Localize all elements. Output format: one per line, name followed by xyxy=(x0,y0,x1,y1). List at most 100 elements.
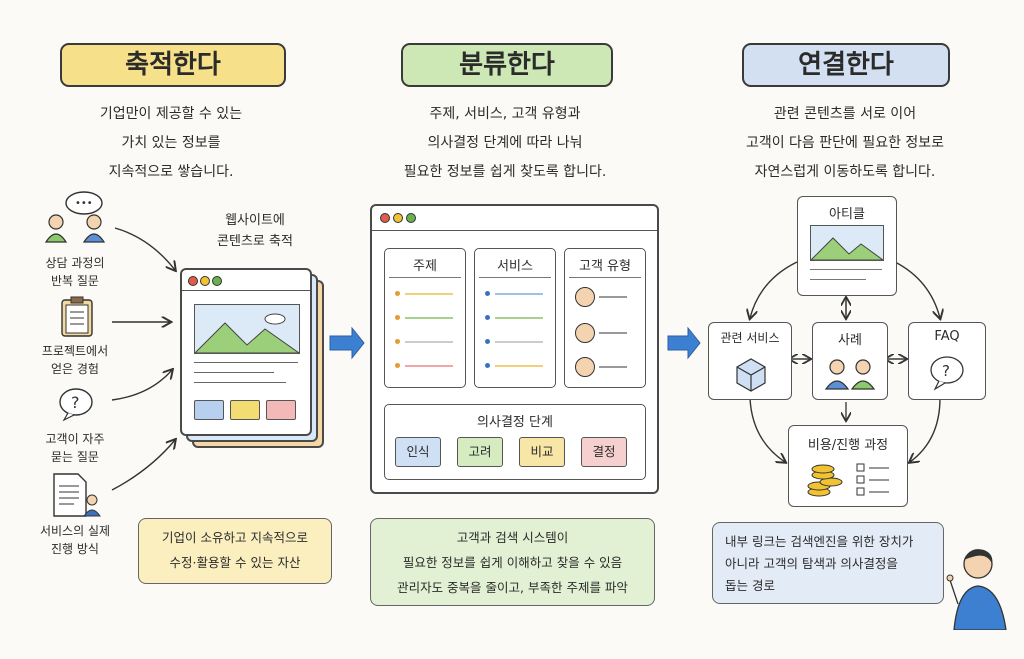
category-panel-topic: 주제 xyxy=(384,248,466,388)
customer-avatar-icon xyxy=(575,287,595,307)
website-window xyxy=(180,268,312,436)
desc-line: 가치 있는 정보를 xyxy=(121,135,221,151)
note-line: 관리자도 중복을 줄이고, 부족한 주제를 파악 xyxy=(397,580,628,595)
node-faq: FAQ ? xyxy=(908,322,986,400)
svg-text:•••: ••• xyxy=(75,198,93,209)
desc-line: 주제, 서비스, 고객 유형과 xyxy=(429,106,581,122)
desc-line: 관련 콘텐츠를 서로 이어 xyxy=(773,106,917,122)
node-case: 사례 xyxy=(812,322,888,400)
topic-bullet-icon xyxy=(395,291,400,296)
service-bullet-icon xyxy=(485,291,490,296)
classify-window: 주제 서비스 고객 유형 의사결정 단계 인식 고려 비교 결정 xyxy=(370,204,659,494)
desc-line: 의사결정 단계에 따라 나눠 xyxy=(427,135,583,151)
header-classify: 분류한다 xyxy=(401,43,613,87)
svg-text:?: ? xyxy=(71,393,80,412)
service-bullet-icon xyxy=(485,363,490,368)
question-bubble-icon: ? xyxy=(56,386,96,422)
source-label-line: 고객이 자주 xyxy=(45,432,105,446)
source-label-line: 상담 과정의 xyxy=(45,256,105,270)
source-label: 서비스의 실제 진행 방식 xyxy=(30,522,120,558)
source-label: 프로젝트에서 얻은 경험 xyxy=(30,342,120,378)
caption-line: 콘텐츠로 축적 xyxy=(217,234,293,249)
note-line: 고객과 검색 시스템이 xyxy=(456,530,569,545)
source-label-line: 서비스의 실제 xyxy=(39,524,111,538)
decision-title: 의사결정 단계 xyxy=(477,415,553,430)
category-title: 주제 xyxy=(413,259,437,274)
connect-description: 관련 콘텐츠를 서로 이어 고객이 다음 판단에 필요한 정보로 자연스럽게 이… xyxy=(715,100,975,187)
node-article: 아티클 xyxy=(797,196,897,296)
source-label-line: 프로젝트에서 xyxy=(41,344,109,358)
question-bubble-icon: ? xyxy=(930,356,964,391)
flow-arrow-icon xyxy=(667,326,701,360)
header-accumulate: 축적한다 xyxy=(60,43,286,87)
node-title: 관련 서비스 xyxy=(720,331,780,345)
people-icon xyxy=(824,359,876,390)
node-cost-process: 비용/진행 과정 xyxy=(788,425,908,507)
stage-comparison: 비교 xyxy=(519,437,565,467)
people-chat-icon: ••• xyxy=(42,190,112,250)
connect-note: 내부 링크는 검색엔진을 위한 장치가 아니라 고객의 탐색과 의사결정을 돕는… xyxy=(712,522,944,604)
topic-bullet-icon xyxy=(395,339,400,344)
category-panel-customer: 고객 유형 xyxy=(564,248,646,388)
node-title: 아티클 xyxy=(829,207,865,222)
flow-arrow-icon xyxy=(329,326,365,360)
desc-line: 자연스럽게 이동하도록 합니다. xyxy=(754,164,936,180)
note-line: 필요한 정보를 쉽게 이해하고 찾을 수 있음 xyxy=(402,555,623,570)
source-label-line: 묻는 질문 xyxy=(51,450,99,464)
source-label-line: 얻은 경험 xyxy=(51,362,99,376)
note-line: 아니라 고객의 탐색과 의사결정을 xyxy=(725,556,898,571)
link-curve xyxy=(894,261,940,318)
category-title: 서비스 xyxy=(497,259,533,274)
stage-consideration: 고려 xyxy=(457,437,503,467)
note-line: 내부 링크는 검색엔진을 위한 장치가 xyxy=(725,534,914,549)
classify-note: 고객과 검색 시스템이 필요한 정보를 쉽게 이해하고 찾을 수 있음 관리자도… xyxy=(370,518,655,606)
link-curve xyxy=(910,397,941,462)
category-panel-service: 서비스 xyxy=(474,248,556,388)
topic-bullet-icon xyxy=(395,315,400,320)
note-line: 기업이 소유하고 지속적으로 xyxy=(162,530,308,545)
stage-decision: 결정 xyxy=(581,437,627,467)
accumulate-note: 기업이 소유하고 지속적으로 수정·활용할 수 있는 자산 xyxy=(138,518,332,584)
decision-stage-panel: 의사결정 단계 인식 고려 비교 결정 xyxy=(384,404,646,480)
website-caption: 웹사이트에 콘텐츠로 축적 xyxy=(185,210,325,252)
note-line: 수정·활용할 수 있는 자산 xyxy=(169,555,301,570)
source-arrow xyxy=(111,370,172,401)
customer-avatar-icon xyxy=(575,323,595,343)
service-bullet-icon xyxy=(485,315,490,320)
landscape-image-icon xyxy=(194,304,300,354)
source-label: 고객이 자주 묻는 질문 xyxy=(30,430,120,466)
link-curve xyxy=(749,397,785,462)
clipboard-icon xyxy=(58,296,98,338)
stage-awareness: 인식 xyxy=(395,437,441,467)
topic-bullet-icon xyxy=(395,363,400,368)
service-bullet-icon xyxy=(485,339,490,344)
document-person-icon xyxy=(50,472,106,518)
source-label-line: 진행 방식 xyxy=(51,542,99,556)
desc-line: 지속적으로 쌓습니다. xyxy=(108,164,234,180)
node-title: FAQ xyxy=(934,329,960,344)
desc-line: 고객이 다음 판단에 필요한 정보로 xyxy=(745,135,945,151)
link-curve xyxy=(750,261,798,318)
desc-line: 필요한 정보를 쉽게 찾도록 합니다. xyxy=(403,164,607,180)
source-arrow xyxy=(114,227,175,270)
svg-text:?: ? xyxy=(942,362,950,380)
source-label-line: 반복 질문 xyxy=(51,274,99,288)
note-line: 돕는 경로 xyxy=(725,578,775,593)
node-related-service: 관련 서비스 xyxy=(708,322,792,400)
header-connect: 연결한다 xyxy=(742,43,950,87)
box-icon xyxy=(736,358,766,392)
source-arrow xyxy=(111,440,175,491)
presenter-person-icon xyxy=(944,540,1014,630)
desc-line: 기업만이 제공할 수 있는 xyxy=(99,106,243,122)
node-title: 사례 xyxy=(838,333,862,348)
source-label: 상담 과정의 반복 질문 xyxy=(30,254,120,290)
caption-line: 웹사이트에 xyxy=(225,213,285,228)
coins-checklist-icon xyxy=(807,463,889,497)
accumulate-description: 기업만이 제공할 수 있는 가치 있는 정보를 지속적으로 쌓습니다. xyxy=(60,100,282,187)
customer-avatar-icon xyxy=(575,357,595,377)
category-title: 고객 유형 xyxy=(579,259,631,274)
classify-description: 주제, 서비스, 고객 유형과 의사결정 단계에 따라 나눠 필요한 정보를 쉽… xyxy=(370,100,640,187)
landscape-image-icon xyxy=(810,225,884,261)
node-title: 비용/진행 과정 xyxy=(807,438,889,453)
